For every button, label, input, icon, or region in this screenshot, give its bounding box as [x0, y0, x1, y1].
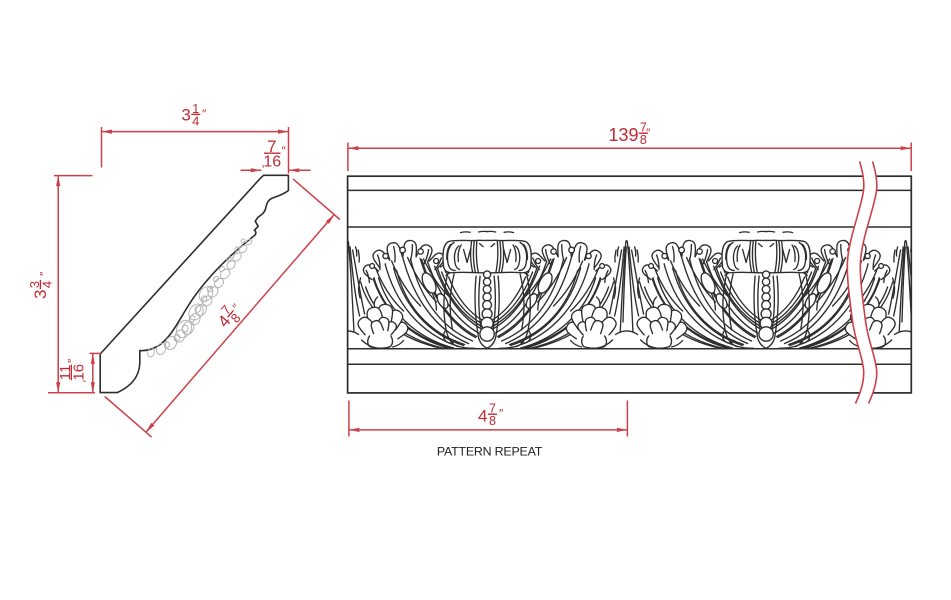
svg-text:139: 139: [608, 125, 638, 145]
svg-text:4: 4: [39, 281, 54, 288]
svg-text:16: 16: [71, 364, 88, 381]
svg-text:3: 3: [31, 290, 50, 299]
svg-text:11: 11: [57, 365, 74, 381]
svg-text:7: 7: [267, 137, 276, 156]
svg-text:4: 4: [478, 407, 487, 426]
svg-text:″: ″: [66, 358, 80, 363]
svg-text:″: ″: [499, 407, 504, 421]
svg-text:″: ″: [202, 107, 207, 121]
svg-text:8: 8: [489, 414, 496, 428]
svg-text:,: ,: [261, 156, 264, 170]
svg-text:1: 1: [192, 101, 199, 116]
svg-text:4: 4: [192, 113, 199, 128]
svg-text:7: 7: [640, 121, 647, 135]
svg-text:″: ″: [282, 144, 287, 158]
svg-text:3: 3: [181, 105, 190, 124]
svg-text:,: ,: [74, 380, 88, 383]
svg-text:3: 3: [27, 281, 42, 288]
svg-text:″: ″: [646, 126, 651, 140]
svg-text:7: 7: [489, 402, 496, 416]
svg-text:16: 16: [263, 153, 281, 170]
svg-text:8: 8: [640, 133, 647, 147]
svg-text:PATTERN REPEAT: PATTERN REPEAT: [437, 444, 543, 458]
svg-text:″: ″: [38, 271, 52, 276]
